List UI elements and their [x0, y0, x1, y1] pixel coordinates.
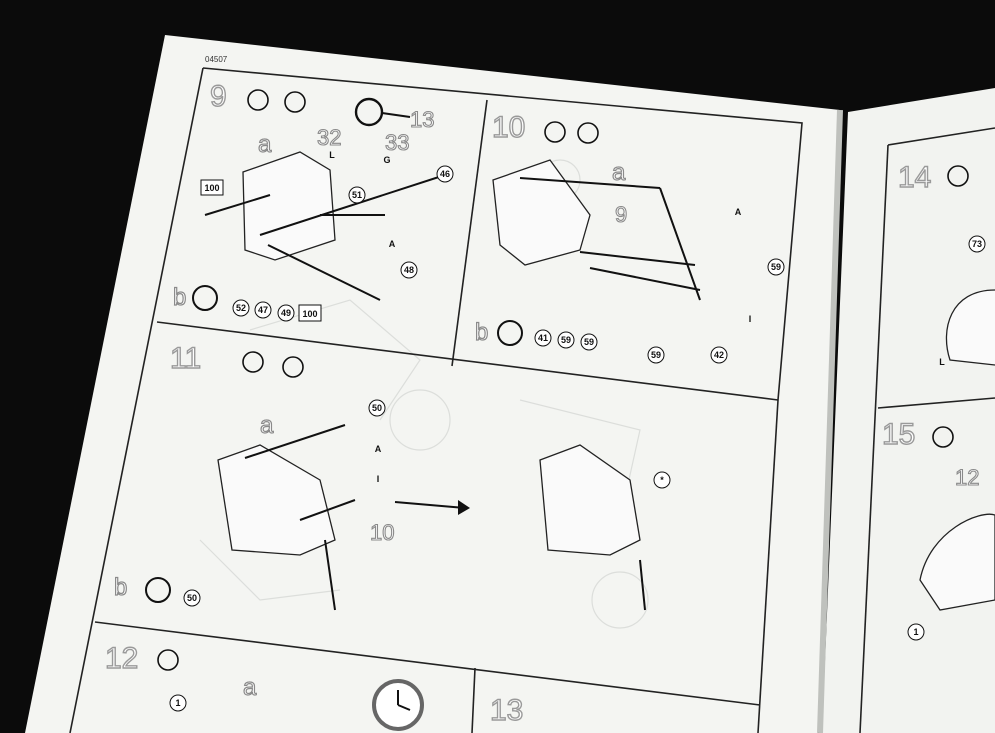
- glue-icon: [242, 351, 264, 373]
- decal-flag: G: [383, 155, 390, 165]
- sub-label-b: b: [114, 574, 127, 601]
- seat-drawing: [492, 159, 591, 266]
- sub-label-a: a: [260, 412, 274, 439]
- part-number: 100: [204, 183, 219, 193]
- part-number: 48: [404, 265, 414, 275]
- decal-flag: I: [749, 314, 752, 324]
- flip-over-icon: [192, 285, 218, 311]
- part-number: 51: [352, 190, 362, 200]
- ref-part: 10: [370, 520, 394, 545]
- assembly-arrows: [519, 177, 701, 301]
- step-10: 10 a 9 A I 59 59 42 b 41 59 59: [474, 110, 785, 364]
- step-13: 13: [489, 693, 524, 727]
- part-number: 52: [236, 303, 246, 313]
- decal-flag: I: [377, 474, 380, 484]
- part-drawing: [919, 513, 995, 611]
- flip-over-icon: [145, 577, 171, 603]
- step-11: 11 a 50 A I 10 * b 50: [113, 341, 671, 611]
- part-number: 46: [440, 169, 450, 179]
- part-number: 49: [281, 308, 291, 318]
- part-number: 41: [538, 333, 548, 343]
- spine-shadow: [817, 109, 843, 733]
- glue-icon: [157, 649, 179, 671]
- glue-icon: [947, 165, 969, 187]
- glue-icon: [247, 89, 269, 111]
- step-number: 15: [882, 418, 915, 451]
- seat-drawing: [242, 151, 336, 261]
- booklet-code: 04507: [205, 55, 228, 64]
- part-number: 73: [972, 239, 982, 249]
- flip-over-icon: [497, 320, 523, 346]
- step-number: 11: [170, 342, 201, 375]
- sub-label-a: a: [258, 131, 272, 158]
- step-number: 12: [105, 642, 138, 675]
- step-number: 14: [898, 161, 931, 194]
- part-number: 47: [258, 305, 268, 315]
- part-number: 100: [302, 309, 317, 319]
- decal-flag: L: [329, 150, 335, 160]
- part-number: 50: [372, 403, 382, 413]
- part-drawing: [945, 289, 995, 366]
- result-arrow: [394, 501, 466, 509]
- assembly-arrows: [204, 174, 446, 301]
- decal-flag: A: [389, 239, 396, 249]
- step-15: 15 12 1: [881, 417, 995, 641]
- result-mark: *: [660, 475, 664, 485]
- sub-label-a: a: [612, 159, 626, 186]
- sub-label-b: b: [475, 319, 488, 346]
- part-number: 59: [651, 350, 661, 360]
- step-9: 9 13 a 32 33 L G 100 51 46 48 A b 52 47 …: [172, 79, 454, 322]
- result-drawing: [539, 444, 641, 556]
- step-number: 9: [210, 80, 227, 113]
- question-icon: [577, 122, 599, 144]
- step-12: 12 a 1: [104, 641, 424, 731]
- step-number: 10: [492, 111, 525, 144]
- part-number: 59: [561, 335, 571, 345]
- assembly-arrows: [244, 424, 356, 611]
- seat-drawing: [217, 444, 336, 556]
- decal-flag: A: [735, 207, 742, 217]
- arrow-icon: [381, 112, 411, 118]
- result-stand: [639, 559, 646, 611]
- ref-part: 12: [955, 465, 979, 490]
- ref-step: 13: [410, 107, 434, 132]
- step-14: 14 73 L: [897, 160, 995, 367]
- sub-label-b: b: [173, 284, 186, 311]
- decal-number: 32: [317, 125, 341, 150]
- ref-part: 9: [615, 202, 627, 227]
- part-number: 42: [714, 350, 724, 360]
- part-number: 50: [187, 593, 197, 603]
- question-icon: [282, 356, 304, 378]
- glue-icon: [932, 426, 954, 448]
- part-number: 59: [771, 262, 781, 272]
- decal-flag: L: [939, 357, 945, 367]
- part-number: 1: [175, 698, 180, 708]
- decal-number: 33: [385, 130, 409, 155]
- sub-label-a: a: [243, 674, 257, 701]
- part-number: 59: [584, 337, 594, 347]
- part-number: 1: [913, 627, 918, 637]
- glue-icon: [544, 121, 566, 143]
- left-page: [25, 35, 840, 733]
- decal-flag: A: [375, 444, 382, 454]
- question-icon: [284, 91, 306, 113]
- question-icon: [354, 97, 384, 127]
- step-number: 13: [490, 694, 523, 727]
- panel-frames: [69, 67, 995, 733]
